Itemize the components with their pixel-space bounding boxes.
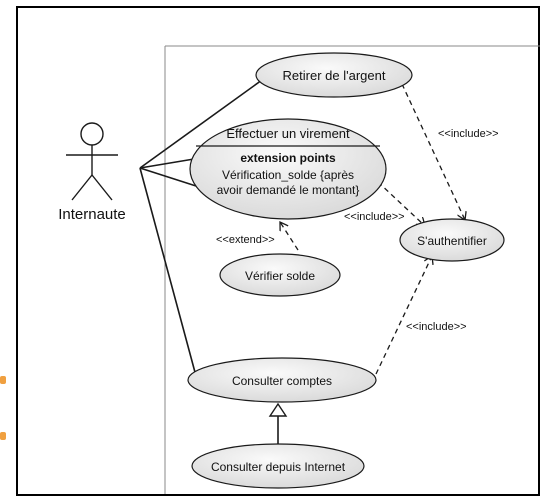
actor-name: Internaute (58, 206, 126, 223)
margin-mark-2 (0, 432, 6, 440)
virement-extension-header: extension points (240, 151, 336, 165)
virement-title: Effectuer un virement (226, 126, 350, 141)
include-retirer-auth (401, 83, 465, 220)
use-case-verifier: Vérifier solde (219, 253, 341, 297)
association-consulter (139, 167, 197, 377)
actor-leg-right (91, 174, 113, 201)
include-virement-auth (377, 181, 425, 226)
include-label-virement: <<include>> (344, 211, 405, 223)
association-virement-2 (139, 167, 197, 187)
use-case-authentifier: S'authentifier (399, 218, 505, 262)
use-case-retirer-label: Retirer de l'argent (283, 68, 386, 83)
margin-mark-1 (0, 376, 6, 384)
generalization-arrowhead (268, 402, 288, 417)
actor-head (80, 122, 104, 146)
use-case-verifier-label: Vérifier solde (245, 269, 315, 283)
actor-internaute (66, 122, 118, 201)
use-case-consulter-label: Consulter comptes (232, 374, 332, 388)
include-label-retirer: <<include>> (438, 128, 499, 140)
use-case-retirer: Retirer de l'argent (255, 52, 413, 98)
virement-extension-line2: avoir demandé le montant} (217, 183, 360, 197)
virement-extension-line1: Vérification_solde {après (222, 168, 354, 182)
association-retirer (139, 79, 263, 169)
association-virement (139, 157, 201, 169)
dependencies (280, 83, 465, 375)
use-case-consulter-internet: Consulter depuis Internet (191, 443, 365, 489)
include-consulter-auth (375, 256, 432, 375)
extend-label: <<extend>> (216, 234, 275, 246)
actor-leg-left (71, 174, 93, 201)
use-case-consulter-internet-label: Consulter depuis Internet (211, 460, 346, 474)
use-case-consulter: Consulter comptes (187, 357, 377, 403)
use-case-authentifier-label: S'authentifier (417, 234, 487, 248)
include-label-consulter: <<include>> (406, 321, 467, 333)
associations (139, 79, 263, 377)
use-case-virement: Effectuer un virement extension points V… (189, 118, 387, 220)
extend-verifier-virement (280, 222, 299, 251)
